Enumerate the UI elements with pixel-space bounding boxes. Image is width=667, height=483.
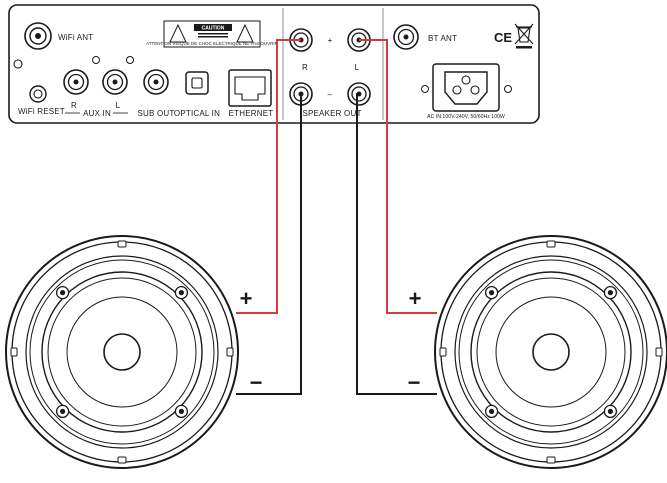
right-speaker-minus-sign: −: [408, 370, 421, 395]
rim-tab: [546, 240, 556, 248]
rim-tab: [117, 240, 127, 248]
speaker-cone-ring: [495, 296, 607, 408]
speaker-surround-outer: [29, 259, 215, 445]
screw-hole: [13, 59, 23, 69]
speaker-dust-cap: [103, 333, 141, 371]
bt-ant-label: BT ANT: [428, 34, 457, 43]
left-speaker: [5, 235, 239, 469]
sub-out-label: SUB OUT: [138, 109, 175, 118]
speaker-cone-ring: [66, 296, 178, 408]
left-speaker-minus-sign: −: [250, 370, 263, 395]
mounting-screw-head: [178, 290, 184, 296]
aux-l-label: L: [116, 101, 121, 110]
speaker-surround-inner: [41, 271, 203, 433]
right-speaker: [434, 235, 667, 469]
screw-hole: [92, 56, 100, 64]
mounting-screw-head: [178, 408, 184, 414]
rim-tab: [10, 347, 18, 357]
rim-tab: [655, 347, 663, 357]
speaker-r-label: R: [302, 63, 308, 72]
warning-triangle-icon: [236, 23, 254, 43]
optical-in-port[interactable]: [185, 71, 209, 95]
caution-text: ATTENTION RISQUE DE CHOC ELECTRIQUE NE P…: [146, 41, 279, 46]
wifi-reset-label: WiFi RESET: [18, 107, 65, 116]
mounting-screw-head: [607, 290, 613, 296]
aux-in-r-jack[interactable]: [63, 69, 89, 95]
mounting-screw-head: [60, 290, 66, 296]
mounting-screw-head: [60, 408, 66, 414]
speaker-dust-cap: [532, 333, 570, 371]
left-speaker-negative-wire: [236, 94, 302, 395]
optical-in-label: OPTICAL IN: [174, 109, 220, 118]
left-speaker-plus-sign: +: [240, 286, 253, 311]
speaker-basket-ring: [454, 255, 648, 449]
mounting-screw-head: [489, 408, 495, 414]
speaker-plus-mark: +: [328, 36, 333, 45]
right-speaker-negative-wire: [356, 93, 437, 395]
screw-hole: [126, 56, 134, 64]
wifi-antenna-connector[interactable]: [24, 22, 52, 50]
mounting-screw-head: [489, 290, 495, 296]
weee-bin-icon: [514, 23, 534, 49]
rim-tab: [226, 347, 234, 357]
ac-power-inlet[interactable]: [421, 63, 512, 112]
aux-in-l-jack[interactable]: [102, 69, 128, 95]
right-speaker-plus-sign: +: [409, 286, 422, 311]
rim-tab: [117, 456, 127, 464]
left-speaker-positive-wire: [236, 39, 301, 314]
rim-tab: [439, 347, 447, 357]
wifi-reset-button[interactable]: [29, 85, 47, 103]
speaker-l-label: L: [355, 63, 360, 72]
wifi-ant-label: WiFi ANT: [58, 33, 93, 42]
speaker-cone-edge: [47, 277, 197, 427]
warning-triangle-icon: [169, 23, 187, 43]
ac-in-label: AC IN:100V-240V, 50/60Hz 100W: [427, 114, 505, 120]
mounting-screw-head: [607, 408, 613, 414]
speaker-out-label: SPEAKER OUT: [302, 109, 361, 118]
speaker-wires: [236, 39, 437, 395]
sub-out-jack[interactable]: [143, 69, 169, 95]
ethernet-port[interactable]: [228, 69, 272, 107]
caution-title: CAUTION: [202, 26, 225, 32]
speaker-surround-outer: [458, 259, 644, 445]
ethernet-label: ETHERNET: [229, 109, 274, 118]
ce-mark: CE: [494, 30, 512, 45]
right-speaker-positive-wire: [359, 39, 437, 314]
speaker-surround-inner: [470, 271, 632, 433]
rim-tab: [546, 456, 556, 464]
bt-antenna-connector[interactable]: [393, 24, 419, 50]
aux-in-label: AUX IN: [83, 109, 111, 118]
rear-panel: WiFi ANT WiFi RESET R L AUX IN: [8, 4, 540, 124]
speaker-minus-mark: –: [328, 90, 333, 99]
aux-r-label: R: [71, 101, 77, 110]
speaker-cone-edge: [476, 277, 626, 427]
caution-label: CAUTION ATTENTION RISQUE DE CHOC ELECTRI…: [146, 20, 279, 48]
speaker-basket-ring: [25, 255, 219, 449]
